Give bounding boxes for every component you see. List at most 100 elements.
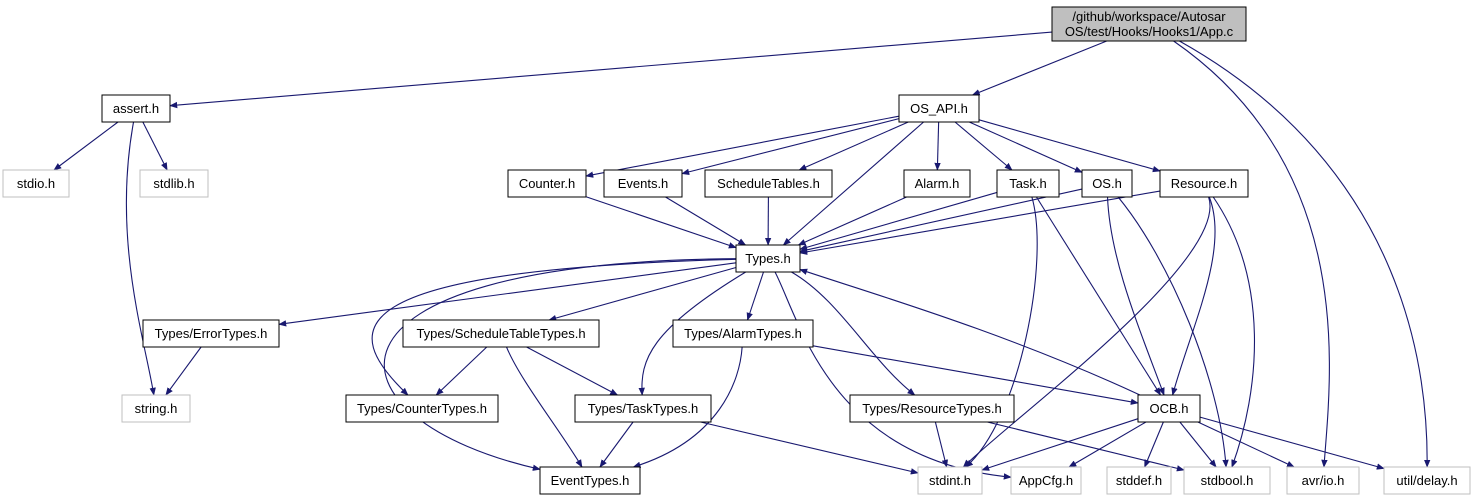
node-box — [903, 169, 971, 198]
node-label: EventTypes.h — [551, 473, 630, 488]
node-assert_h[interactable]: assert.h — [101, 94, 171, 123]
node-avr_io_h[interactable]: avr/io.h — [1286, 466, 1360, 495]
edge-scheduletabletypes_h-to-eventtypes_h — [506, 346, 583, 468]
edge-resourcetypes_h-to-stdint_h — [934, 421, 948, 468]
edge-errortypes_h-to-string_h — [165, 346, 202, 396]
edge-os_api_h-to-alarm_h — [934, 121, 941, 171]
node-stdbool_h[interactable]: stdbool.h — [1183, 466, 1271, 495]
edge-assert_h-to-stdio_h — [53, 121, 119, 171]
edge-counter_h-to-types_h — [585, 196, 737, 249]
edge-os_h-to-types_h — [799, 188, 1083, 253]
node-ocb_h[interactable]: OCB.h — [1137, 394, 1201, 423]
edge-alarm_h-to-types_h — [797, 196, 907, 246]
node-label: stdio.h — [17, 176, 55, 191]
node-box — [1383, 466, 1471, 495]
node-label: string.h — [135, 401, 178, 416]
edge-os_api_h-to-task_h — [954, 121, 1013, 171]
edge-types_h-to-tasktypes_h — [638, 271, 747, 396]
node-appcfg_h[interactable]: AppCfg.h — [1010, 466, 1082, 495]
node-tasktypes_h[interactable]: Types/TaskTypes.h — [574, 394, 712, 423]
node-box — [1286, 466, 1360, 495]
node-label: Events.h — [618, 176, 669, 191]
node-box — [121, 394, 191, 423]
edge-ocb_h-to-stdbool_h — [1179, 421, 1217, 468]
node-label: util/delay.h — [1396, 473, 1457, 488]
edge-alarmtypes_h-to-eventtypes_h — [632, 346, 743, 468]
node-label: OS_API.h — [910, 101, 968, 116]
node-label: OS.h — [1092, 176, 1122, 191]
node-task_h[interactable]: Task.h — [996, 169, 1060, 198]
node-box — [996, 169, 1060, 198]
edge-tasktypes_h-to-stdint_h — [700, 421, 919, 475]
node-os_h[interactable]: OS.h — [1081, 169, 1133, 198]
node-resourcetypes_h[interactable]: Types/ResourceTypes.h — [849, 394, 1015, 423]
node-label: Types/TaskTypes.h — [588, 401, 699, 416]
edge-ocb_h-to-appcfg_h — [1068, 421, 1147, 468]
node-box — [704, 169, 833, 198]
node-box — [1010, 466, 1082, 495]
node-types_h[interactable]: Types.h — [735, 244, 801, 273]
node-util_delay_h[interactable]: util/delay.h — [1383, 466, 1471, 495]
node-box — [1051, 6, 1247, 42]
node-eventtypes_h[interactable]: EventTypes.h — [539, 466, 641, 495]
edge-os_api_h-to-types_h — [782, 121, 924, 246]
node-box — [898, 94, 980, 123]
node-counter_h[interactable]: Counter.h — [507, 169, 587, 198]
node-box — [574, 394, 712, 423]
node-errortypes_h[interactable]: Types/ErrorTypes.h — [142, 319, 280, 348]
node-box — [139, 169, 209, 198]
edge-app_c-to-assert_h — [169, 31, 1053, 109]
edge-tasktypes_h-to-eventtypes_h — [599, 421, 634, 468]
node-box — [1106, 466, 1172, 495]
edge-types_h-to-scheduletabletypes_h — [548, 266, 737, 322]
edge-ocb_h-to-stdint_h — [981, 418, 1139, 471]
node-label: Types/ErrorTypes.h — [155, 326, 268, 341]
edge-resource_h-to-stdint_h — [962, 196, 1211, 468]
node-label: stdbool.h — [1201, 473, 1254, 488]
node-box — [345, 394, 499, 423]
node-label: Types/AlarmTypes.h — [684, 326, 802, 341]
node-box — [101, 94, 171, 123]
node-label: /github/workspace/Autosar — [1072, 9, 1226, 24]
node-alarm_h[interactable]: Alarm.h — [903, 169, 971, 198]
edge-events_h-to-types_h — [665, 196, 747, 246]
node-events_h[interactable]: Events.h — [603, 169, 683, 198]
edge-resource_h-to-stdbool_h — [1212, 196, 1255, 468]
node-box — [142, 319, 280, 348]
node-box — [1159, 169, 1249, 198]
node-box — [1183, 466, 1271, 495]
node-scheduletabletypes_h[interactable]: Types/ScheduleTableTypes.h — [402, 319, 600, 348]
node-countertypes_h[interactable]: Types/CounterTypes.h — [345, 394, 499, 423]
node-box — [603, 169, 683, 198]
node-string_h[interactable]: string.h — [121, 394, 191, 423]
node-stdint_h[interactable]: stdint.h — [917, 466, 983, 495]
node-resource_h[interactable]: Resource.h — [1159, 169, 1249, 198]
edge-ocb_h-to-avr_io_h — [1197, 421, 1295, 468]
node-box — [1081, 169, 1133, 198]
edge-types_h-to-alarmtypes_h — [746, 271, 765, 321]
edge-os_h-to-stdbool_h — [1117, 196, 1229, 468]
edge-app_c-to-os_api_h — [971, 40, 1107, 96]
node-os_api_h[interactable]: OS_API.h — [898, 94, 980, 123]
node-app_c[interactable]: /github/workspace/AutosarOS/test/Hooks/H… — [1051, 6, 1247, 42]
edge-assert_h-to-string_h — [125, 121, 156, 396]
node-scheduletables_h[interactable]: ScheduleTables.h — [704, 169, 833, 198]
edges-layer — [53, 31, 1431, 480]
node-box — [539, 466, 641, 495]
edge-ocb_h-to-types_h — [799, 268, 1141, 396]
edge-scheduletabletypes_h-to-tasktypes_h — [526, 346, 619, 396]
node-label: Types/CounterTypes.h — [357, 401, 487, 416]
node-stdio_h[interactable]: stdio.h — [2, 169, 70, 198]
node-label: stdint.h — [929, 473, 971, 488]
node-label: stdlib.h — [153, 176, 194, 191]
node-box — [402, 319, 600, 348]
node-box — [917, 466, 983, 495]
node-label: OS/test/Hooks/Hooks1/App.c — [1065, 24, 1234, 39]
edge-alarmtypes_h-to-ocb_h — [812, 345, 1139, 405]
node-box — [672, 319, 814, 348]
node-stdlib_h[interactable]: stdlib.h — [139, 169, 209, 198]
node-label: Counter.h — [519, 176, 575, 191]
node-label: OCB.h — [1149, 401, 1188, 416]
node-stddef_h[interactable]: stddef.h — [1106, 466, 1172, 495]
node-alarmtypes_h[interactable]: Types/AlarmTypes.h — [672, 319, 814, 348]
